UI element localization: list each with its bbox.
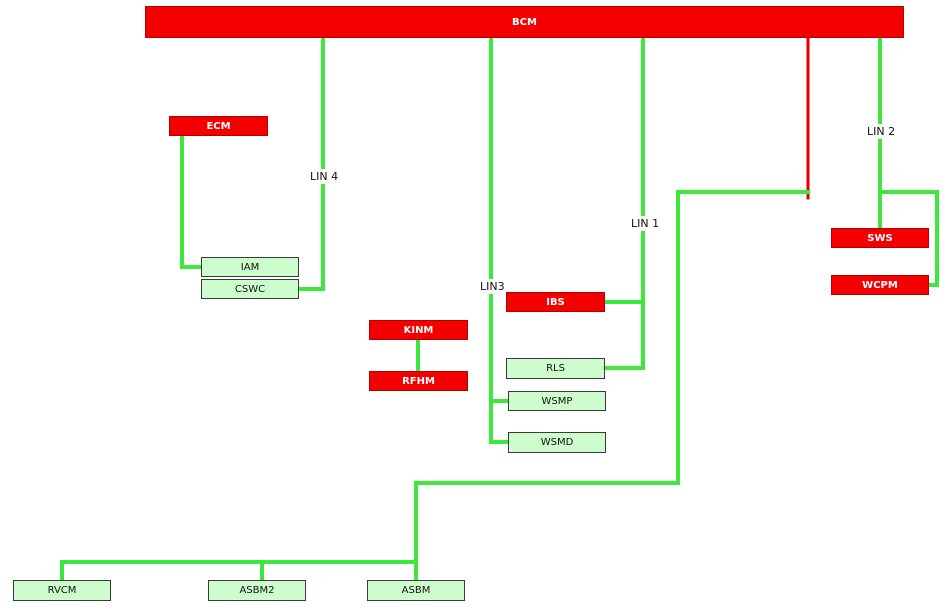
ecm-module: ECM [169,116,268,136]
lower-trunk-wire [60,190,810,582]
lin2-label: LIN 2 [866,124,897,139]
iam-module: IAM [201,257,299,277]
rfhm-module: RFHM [369,371,468,391]
lin1-wire [603,36,645,370]
wcpm-wire [878,190,939,287]
lin3-wire [489,36,510,444]
asbm2-module: ASBM2 [208,580,306,601]
cswc-module: CSWC [201,279,299,299]
ibs-module: IBS [506,292,605,312]
lin4-label: LIN 4 [309,169,340,184]
wcpm-module: WCPM [831,275,929,295]
wsmp-module: WSMP [508,391,606,411]
sws-module: SWS [831,228,929,248]
rvcm-module: RVCM [13,580,111,601]
lin3-label: LIN3 [479,279,506,294]
bcm-module: BCM [145,6,904,38]
rls-module: RLS [506,358,605,379]
lin4-wire [297,36,325,291]
wsmd-module: WSMD [508,432,606,453]
kinm-module: KINM [369,320,468,340]
asbm-module: ASBM [367,580,465,601]
ecm-iam-wire [180,134,203,269]
lin1-label: LIN 1 [630,216,661,231]
